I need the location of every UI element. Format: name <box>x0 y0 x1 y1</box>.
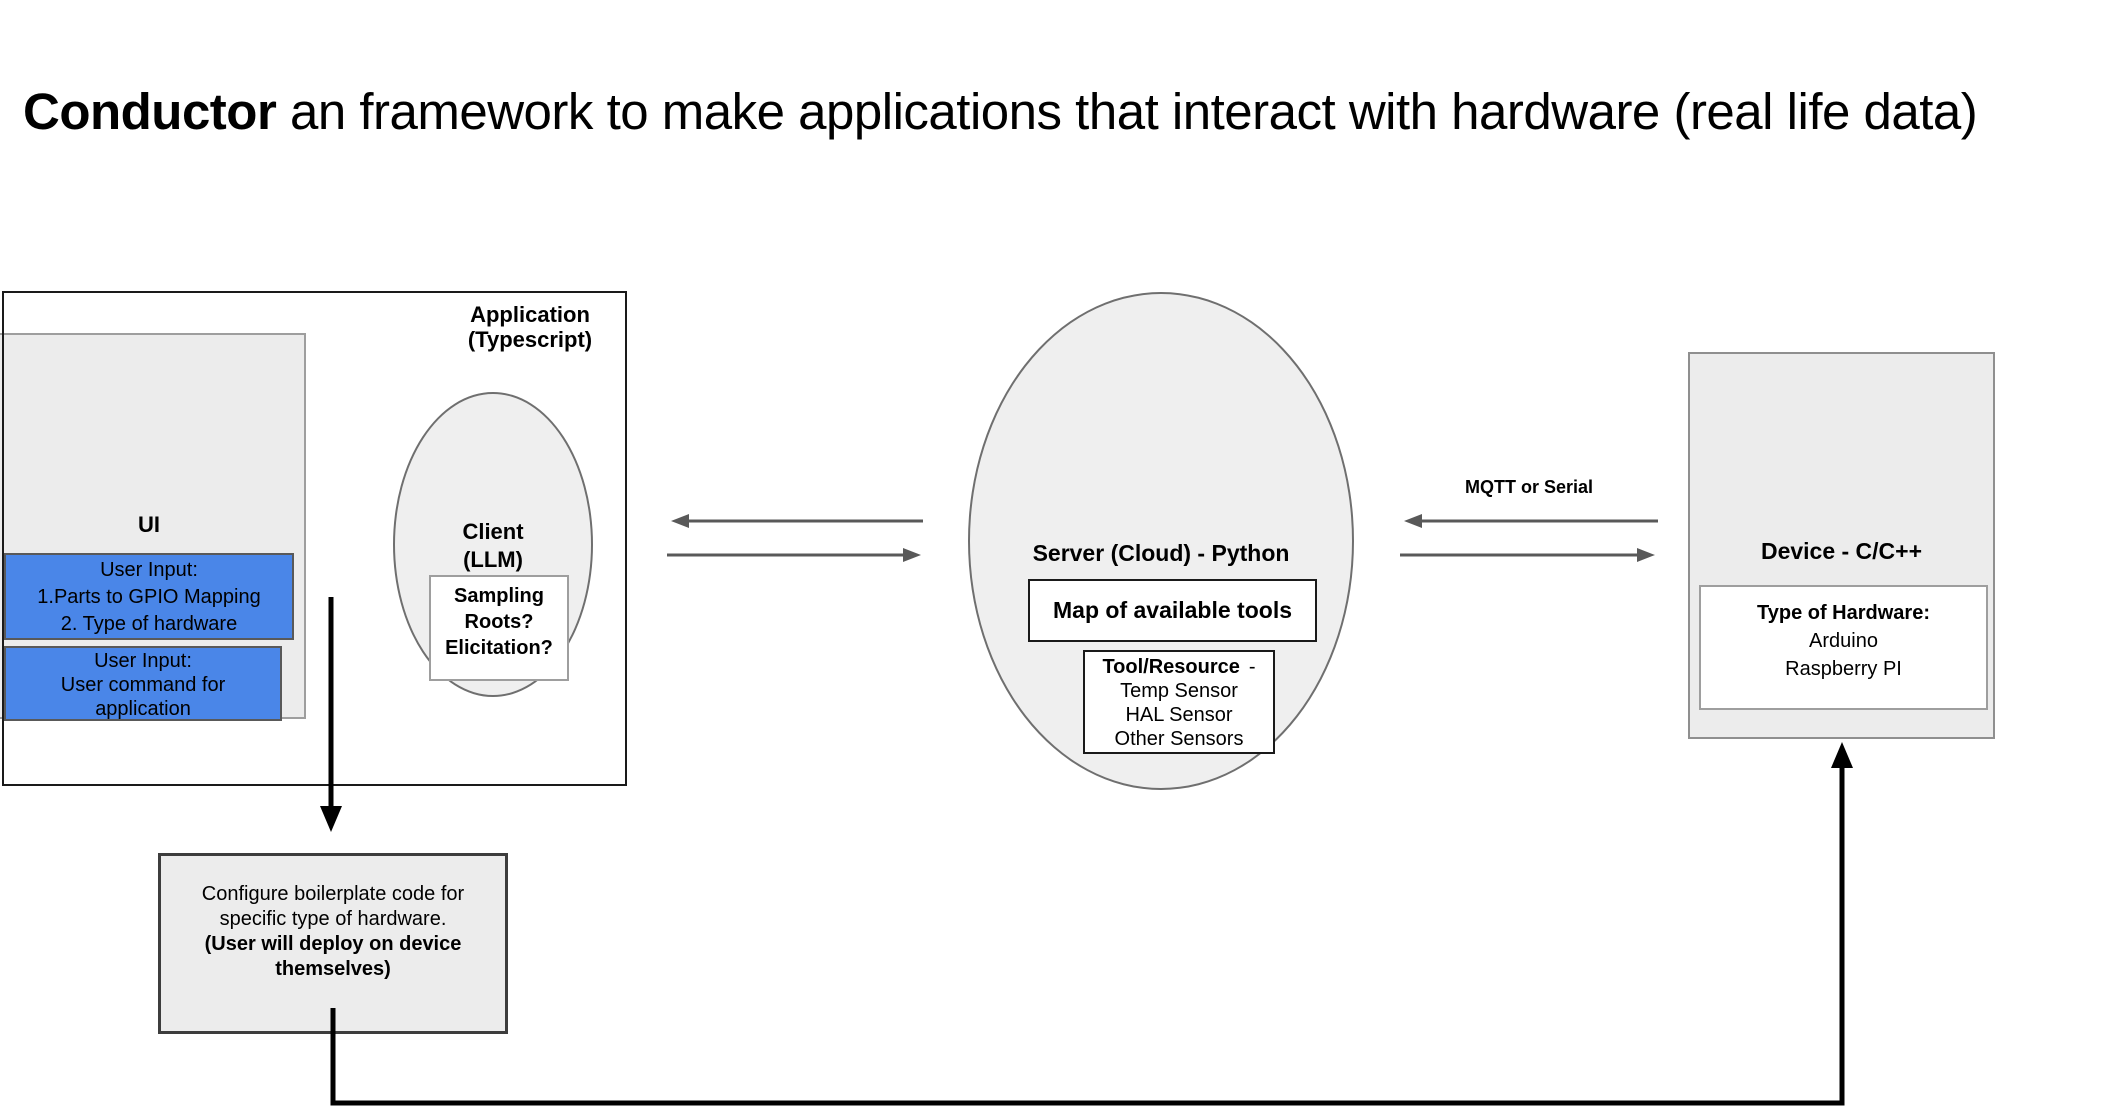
tool-resource-box: Tool/Resource- Temp Sensor HAL Sensor Ot… <box>1083 650 1275 754</box>
user-input-mapping-line3: 2. Type of hardware <box>60 613 238 635</box>
application-box <box>2 291 627 786</box>
hardware-item-raspberry-pi: Raspberry PI <box>1785 658 1902 680</box>
title-brand: Conductor <box>23 83 277 140</box>
hardware-type-heading: Type of Hardware: <box>1757 602 1930 624</box>
client-label-line1: Client <box>462 519 524 544</box>
hardware-type-box: Type of Hardware: Arduino Raspberry PI <box>1699 585 1988 710</box>
user-input-mapping-line2: 1.Parts to GPIO Mapping <box>37 586 261 608</box>
tool-item-hal-sensor: HAL Sensor <box>1125 704 1233 726</box>
client-label-line2: (LLM) <box>463 547 523 572</box>
configure-line4: themselves) <box>275 958 391 980</box>
tool-resource-heading: Tool/Resource- <box>1102 656 1256 678</box>
tool-item-other-sensors: Other Sensors <box>1114 728 1244 750</box>
title-rest: an framework to make applications that i… <box>276 83 1978 140</box>
mqtt-serial-label: MQTT or Serial <box>1464 477 1594 497</box>
user-input-mapping-line1: User Input: <box>100 559 198 581</box>
user-input-mapping-box: User Input: 1.Parts to GPIO Mapping 2. T… <box>4 553 294 640</box>
client-llm-label: Client (LLM) <box>393 518 593 574</box>
map-of-tools-box: Map of available tools <box>1028 579 1317 642</box>
capability-elicitation: Elicitation? <box>445 637 553 659</box>
configure-line2: specific type of hardware. <box>219 908 447 930</box>
arrow-configure-to-device <box>330 742 1853 1106</box>
ui-panel-label: UI <box>138 512 160 537</box>
application-label: Application (Typescript) <box>440 302 620 352</box>
application-label-line2: (Typescript) <box>467 327 593 352</box>
server-label: Server (Cloud) - Python <box>1032 540 1290 566</box>
application-label-line1: Application <box>470 302 590 327</box>
client-capabilities-box: Sampling Roots? Elicitation? <box>429 575 569 681</box>
page-title: Conductor an framework to make applicati… <box>23 82 1978 141</box>
configure-line3: (User will deploy on device <box>204 933 462 955</box>
user-input-command-line2: User command for <box>60 674 226 696</box>
hardware-item-arduino: Arduino <box>1809 630 1878 652</box>
capability-sampling: Sampling <box>453 585 544 607</box>
user-input-command-line1: User Input: <box>94 650 192 672</box>
server-ellipse <box>968 292 1354 790</box>
user-input-command-line3: application <box>95 698 191 720</box>
capability-roots: Roots? <box>464 611 534 633</box>
configure-boilerplate-box: Configure boilerplate code for specific … <box>158 853 508 1034</box>
user-input-command-box: User Input: User command for application <box>4 646 282 721</box>
configure-line1: Configure boilerplate code for <box>201 883 465 905</box>
device-label: Device - C/C++ <box>1760 538 1923 564</box>
tool-item-temp-sensor: Temp Sensor <box>1120 680 1238 702</box>
